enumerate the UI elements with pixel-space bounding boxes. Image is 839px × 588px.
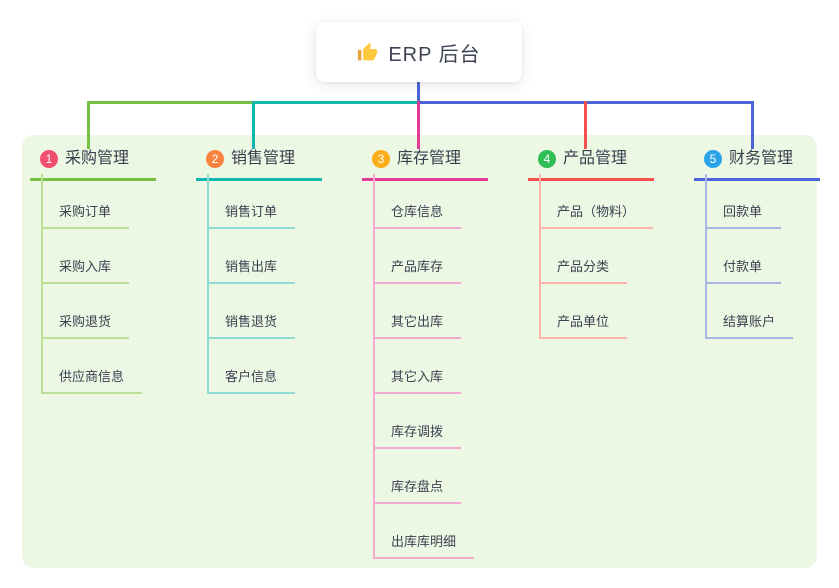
child-node-label: 客户信息 (225, 369, 278, 385)
child-node[interactable]: 采购退货 (43, 284, 130, 339)
branch-children: 回款单付款单结算账户 (705, 174, 794, 339)
branch-title-label: 销售管理 (231, 150, 296, 167)
branch-title-label: 产品管理 (563, 150, 628, 167)
root-node[interactable]: ERP 后台 (316, 22, 522, 82)
child-node[interactable]: 库存盘点 (375, 449, 462, 504)
branch-number-badge: 4 (538, 150, 556, 168)
child-node[interactable]: 供应商信息 (43, 339, 143, 394)
child-node-label: 产品分类 (557, 259, 610, 275)
branch-number-badge: 1 (40, 150, 58, 168)
branch-children: 仓库信息产品库存其它出库其它入库库存调拨库存盘点出库库明细 (373, 174, 475, 559)
branch-title-label: 采购管理 (65, 150, 130, 167)
branch-number-badge: 2 (206, 150, 224, 168)
child-node[interactable]: 仓库信息 (375, 174, 462, 229)
child-node[interactable]: 销售出库 (209, 229, 296, 284)
branch-number-badge: 3 (372, 150, 390, 168)
bus-segment-green (87, 101, 255, 104)
child-node[interactable]: 产品（物料） (541, 174, 654, 229)
bus-segment-teal (252, 101, 419, 104)
branch-drop-line (584, 101, 587, 149)
child-node[interactable]: 客户信息 (209, 339, 296, 394)
child-node-label: 仓库信息 (391, 204, 444, 220)
branch-drop-line (417, 101, 420, 149)
child-node-label: 销售退货 (225, 314, 278, 330)
child-node-label: 回款单 (723, 204, 763, 220)
child-node-label: 结算账户 (723, 314, 776, 330)
branch-children: 销售订单销售出库销售退货客户信息 (207, 174, 296, 394)
child-node[interactable]: 采购订单 (43, 174, 130, 229)
child-node-label: 供应商信息 (59, 369, 125, 385)
child-node[interactable]: 库存调拨 (375, 394, 462, 449)
branches-background-panel (22, 135, 817, 568)
branch-drop-line (751, 101, 754, 149)
child-node[interactable]: 出库库明细 (375, 504, 475, 559)
branch-drop-line (252, 101, 255, 149)
child-node[interactable]: 销售订单 (209, 174, 296, 229)
child-node-label: 库存盘点 (391, 479, 444, 495)
branch-title-2[interactable]: 2 销售管理 (196, 148, 322, 181)
child-node-label: 采购入库 (59, 259, 112, 275)
child-node-label: 产品（物料） (557, 204, 636, 220)
root-stem-line (417, 82, 420, 104)
branch-title-5[interactable]: 5 财务管理 (694, 148, 820, 181)
child-node[interactable]: 采购入库 (43, 229, 130, 284)
child-node-label: 产品单位 (557, 314, 610, 330)
branch-title-1[interactable]: 1 采购管理 (30, 148, 156, 181)
branch-title-label: 库存管理 (397, 150, 462, 167)
branch-number-badge: 5 (704, 150, 722, 168)
child-node-label: 其它入库 (391, 369, 444, 385)
child-node[interactable]: 付款单 (707, 229, 781, 284)
child-node-label: 产品库存 (391, 259, 444, 275)
child-node[interactable]: 销售退货 (209, 284, 296, 339)
root-node-label: ERP 后台 (388, 43, 481, 66)
child-node[interactable]: 回款单 (707, 174, 781, 229)
child-node[interactable]: 产品库存 (375, 229, 462, 284)
branch-drop-line (87, 101, 90, 149)
branch-title-label: 财务管理 (729, 150, 794, 167)
child-node-label: 出库库明细 (391, 534, 457, 550)
child-node-label: 采购订单 (59, 204, 112, 220)
branch-children: 产品（物料） 产品分类产品单位 (539, 174, 654, 339)
child-node-label: 销售订单 (225, 204, 278, 220)
child-node-label: 采购退货 (59, 314, 112, 330)
child-node-label: 库存调拨 (391, 424, 444, 440)
child-node[interactable]: 结算账户 (707, 284, 794, 339)
branch-title-3[interactable]: 3 库存管理 (362, 148, 488, 181)
branch-title-4[interactable]: 4 产品管理 (528, 148, 654, 181)
child-node[interactable]: 产品单位 (541, 284, 628, 339)
thumbs-up-icon (357, 42, 378, 63)
child-node-label: 付款单 (723, 259, 763, 275)
branch-children: 采购订单采购入库采购退货供应商信息 (41, 174, 143, 394)
child-node[interactable]: 其它出库 (375, 284, 462, 339)
child-node-label: 销售出库 (225, 259, 278, 275)
child-node[interactable]: 产品分类 (541, 229, 628, 284)
child-node[interactable]: 其它入库 (375, 339, 462, 394)
child-node-label: 其它出库 (391, 314, 444, 330)
